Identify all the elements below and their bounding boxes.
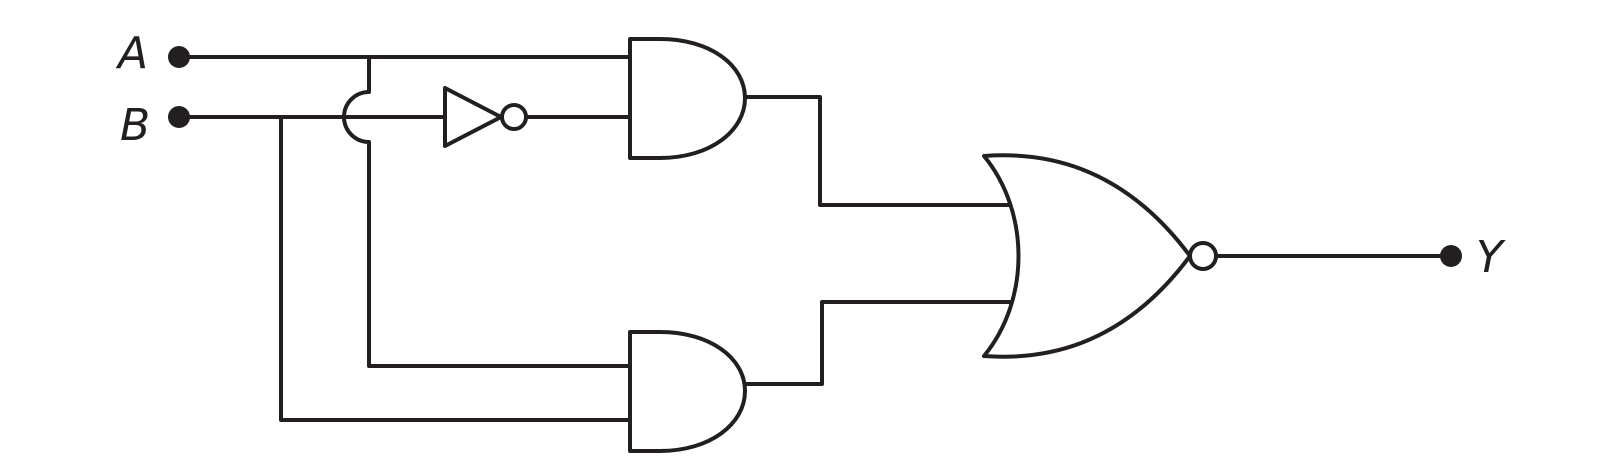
and-gate-1 <box>628 37 747 160</box>
not-gate <box>443 86 503 148</box>
wire-a-to-and2 <box>342 55 632 368</box>
nor-gate-bubble <box>1188 241 1218 271</box>
wire-and2-to-nor <box>743 300 1019 386</box>
output-terminal-y <box>1440 245 1462 267</box>
input-label-b: B <box>120 100 150 151</box>
not-gate-bubble <box>500 103 528 131</box>
input-label-a: A <box>115 28 148 79</box>
and-gate-2 <box>628 330 747 453</box>
wire-b-to-and2 <box>279 115 632 422</box>
wire-and1-to-nor <box>743 95 1019 207</box>
output-label-y: Y <box>1476 232 1506 283</box>
nor-gate <box>982 153 1192 359</box>
